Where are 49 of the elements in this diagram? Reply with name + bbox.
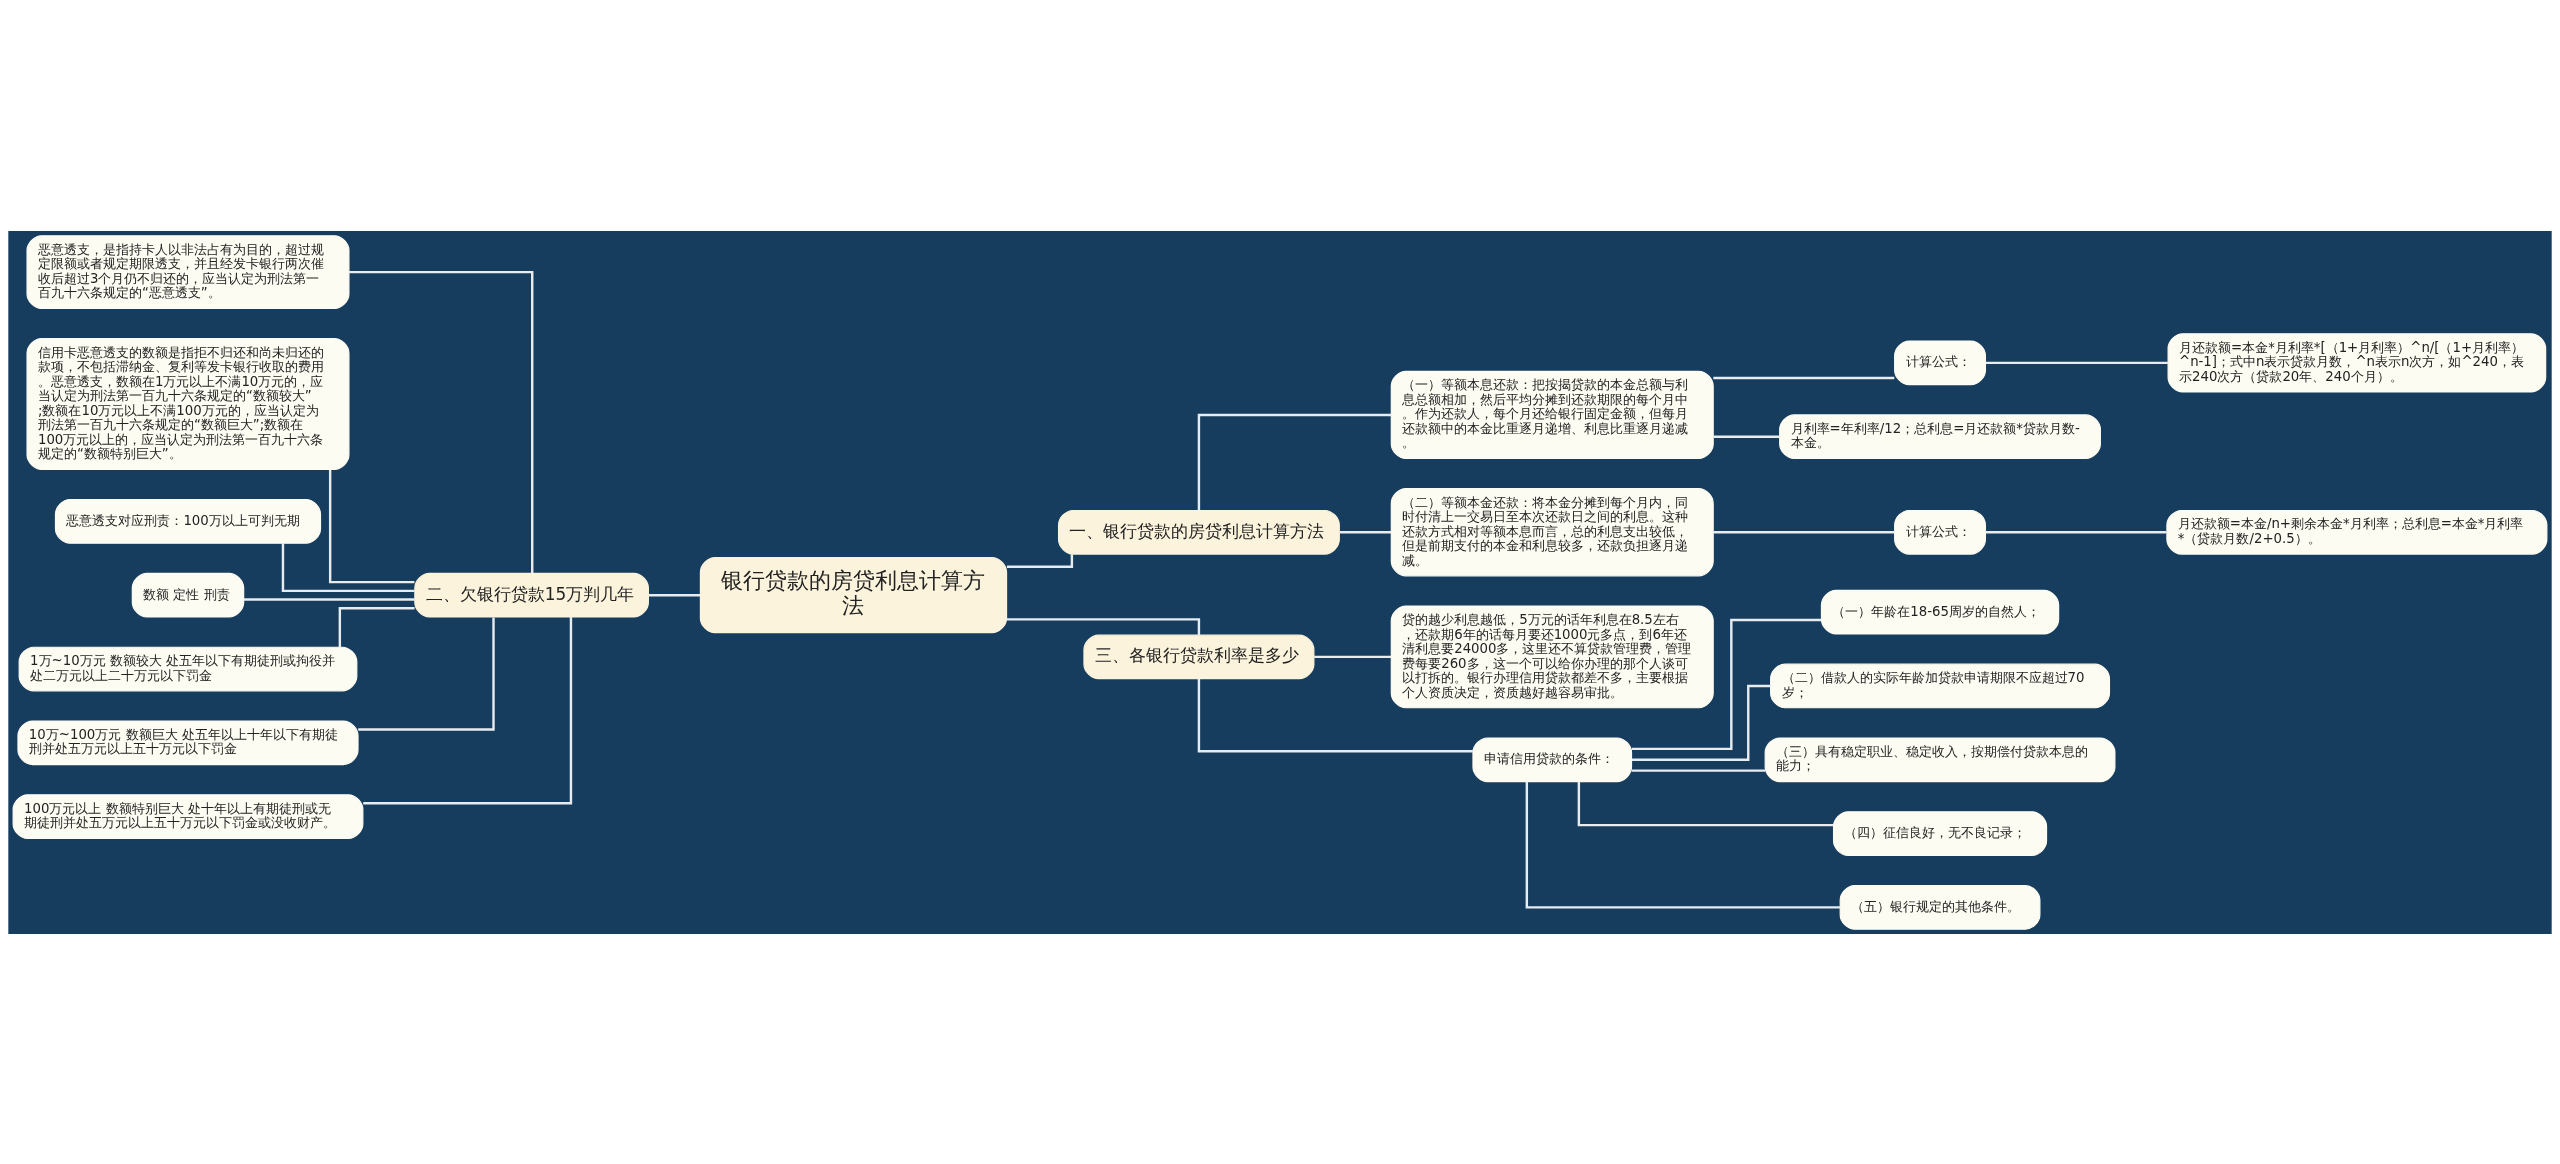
node-box: 月还款额=本金*月利率*[（1+月利率）^n/[（1+月利率）^n-1]；式中n表示贷款月数，^n表示n次方，如^240，表示240次方（贷款20年、240个月）。 [2167,332,2547,393]
connector [1631,618,1822,750]
node-box: （一）等额本息还款：把按揭贷款的本金总额与利息总额相加，然后平均分摊到还款期限的每个月中。作为还款人，每个月还给银行固定金额，但每月还款额中的本金比重逐月递增、利息比重逐月递减。 [1390,370,1714,459]
connector [1713,435,1780,438]
connector [1713,530,1895,533]
connector [1985,530,2167,533]
connector [1631,684,1771,761]
node-box: 信用卡恶意透支的数额是指拒不归还和尚未归还的款项，不包括滞纳金、复利等发卡银行收取的费用。恶意透支，数额在1万元以上不满10万元的，应当认定为刑法第一百九十六条规定的“数额较大”;数额在10万元以上不满100万元的，应当认定为刑法第一百九十六条规定的“数额巨大”;数额在100万元以上的，应当认定为刑法第一百九十六条规定的“数额特别巨大”。 [26,337,350,470]
node-box: 三、各银行贷款利率是多少 [1083,634,1315,679]
node-box: 计算公式： [1894,340,1987,385]
node-box: 恶意透支对应刑责：100万以上可判无期 [54,498,322,544]
connector [1577,781,1834,826]
connector [1525,781,1840,909]
node-box: 恶意透支，是指持卡人以非法占有为目的，超过规定限额或者规定期限透支，并且经发卡银行两次催收后超过3个月仍不归还的，应当认定为刑法第一百九十六条规定的“恶意透支”。 [26,234,350,309]
node-box: 一、银行贷款的房贷利息计算方法 [1057,509,1340,555]
node-box: 贷的越少利息越低，5万元的话年利息在8.5左右，还款期6年的话每月要还1000元多点，到6年还清利息要24000多，这里还不算贷款管理费，管理费每要260多，这一个可以给你办理的那个人谈可以打拆的。银行办理信用贷款都差不多，主要根据个人资质决定，资质越好越容易审批。 [1390,605,1714,708]
node-box: 1万~10万元 数额较大 处五年以下有期徒刑或拘役并处二万元以上二十万元以下罚金 [18,646,358,691]
connector [1314,655,1391,658]
node-box: 数额 定性 刑责 [131,572,245,618]
node-box: 银行贷款的房贷利息计算方法 [699,556,1008,633]
connector [1985,361,2168,364]
connector [648,593,701,596]
node-box: （一）年龄在18-65周岁的自然人； [1820,589,2060,635]
node-box: 10万~100万元 数额巨大 处五年以上十年以下有期徒刑并处五万元以上五十万元以下罚金 [17,719,359,765]
connector [338,606,415,647]
connector [363,616,573,805]
connector [243,597,415,601]
connector [358,616,495,731]
connector [1007,617,1201,635]
node-box: （二）借款人的实际年龄加贷款申请期限不应超过70岁； [1770,663,2111,708]
node-box: 申请信用贷款的条件： [1472,736,1633,782]
connector [1713,376,1895,379]
node-box: （二）等额本金还款：将本金分摊到每个月内，同时付清上一交易日至本次还款日之间的利息。这种还款方式相对等额本息而言，总的利息支出较低，但是前期支付的本金和利息较多，还款负担逐月递减。 [1390,487,1714,576]
connector [1339,530,1392,533]
connector [281,542,415,592]
node-box: 二、欠银行贷款15万判几年 [414,572,649,618]
node-box: 100万元以上 数额特别巨大 处十年以上有期徒刑或无期徒刑并处五万元以上五十万元以下罚金或没收财产。 [12,793,364,839]
node-box: （三）具有稳定职业、稳定收入，按期偿付贷款本息的能力； [1764,736,2116,782]
node-box: 月还款额=本金/n+剩余本金*月利率；总利息=本金*月利率*（贷款月数/2+0.5）。 [2166,509,2548,555]
node-box: 月利率=年利率/12；总利息=月还款额*贷款月数-本金。 [1779,413,2101,459]
connector [1631,768,1766,772]
connector [349,270,534,573]
node-box: （四）征信良好，无不良记录； [1832,810,2048,856]
connector [328,469,415,583]
connector [1006,553,1074,568]
connector [1197,678,1473,752]
node-box: 计算公式： [1894,509,1987,555]
connector [1197,413,1392,510]
node-box: （五）银行规定的其他条件。 [1839,884,2041,930]
